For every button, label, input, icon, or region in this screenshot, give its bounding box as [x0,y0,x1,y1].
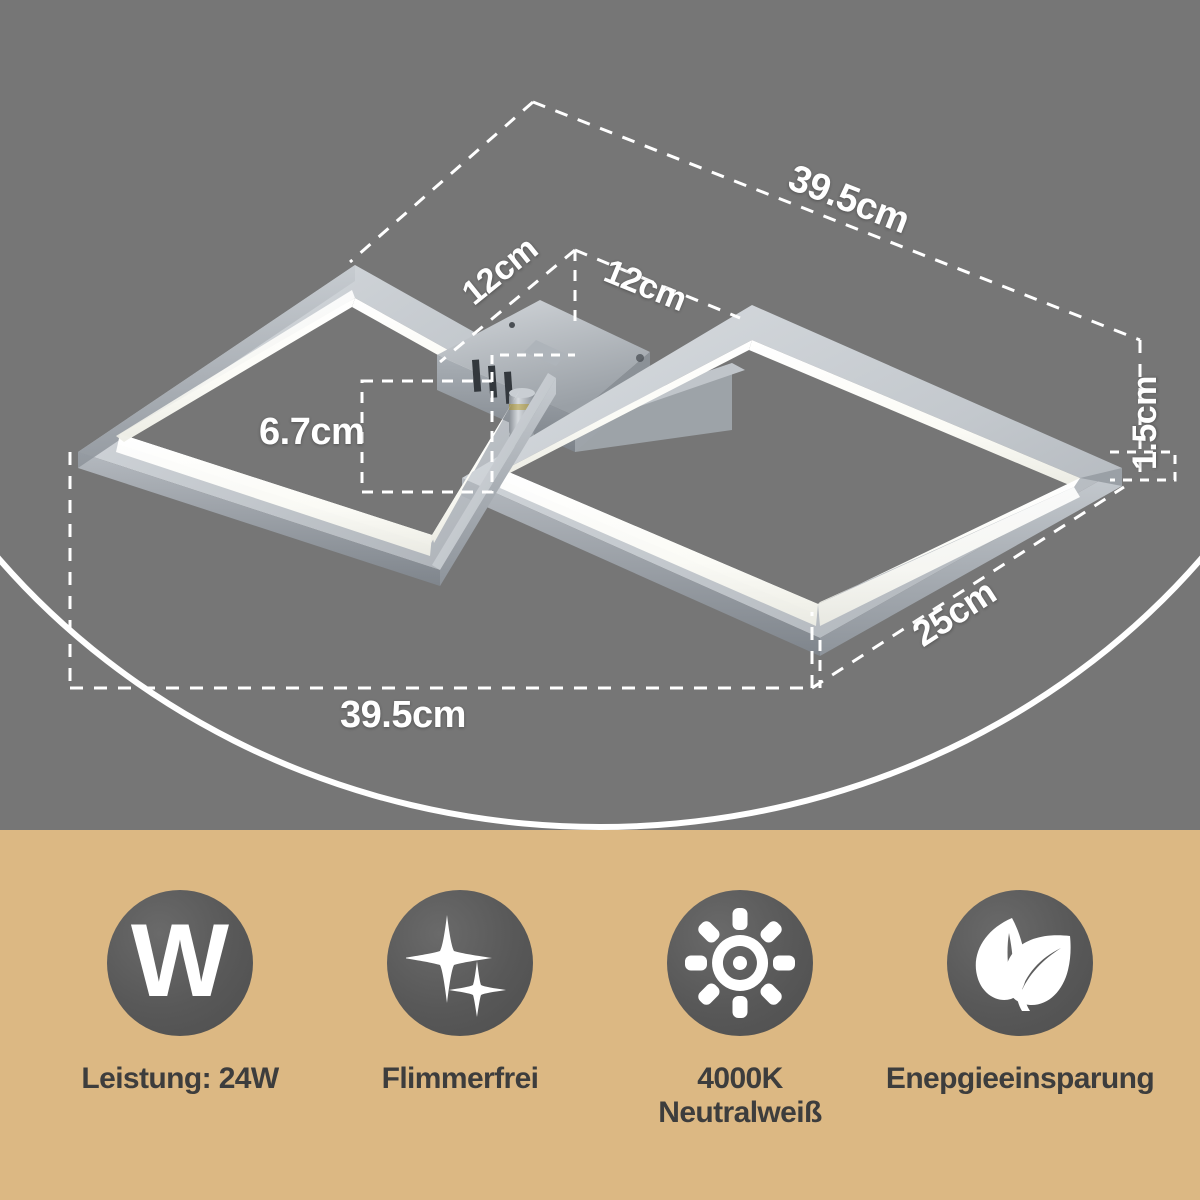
sparkle-stars-glyph [406,915,506,1017]
sun-brightness-icon [667,890,813,1036]
leaf-eco-glyph [975,918,1071,1011]
feature-highlights-row: W Leistung: 24W Flimmerfrei [0,890,1200,1180]
sun-brightness-glyph [685,908,795,1018]
feature-label-energy-saving: Enepgieeinsparung [885,1062,1155,1095]
watt-w-icon: W [107,890,253,1036]
feature-label-flicker-free: Flimmerfrei [381,1062,539,1095]
feature-item-flicker-free: Flimmerfrei [335,890,585,1096]
feature-item-color-temperature: 4000K Neutralweiß [615,890,865,1129]
dimension-label-1-5-thickness: 1.5cm [1126,376,1164,470]
watt-letter-glyph: W [130,903,230,1019]
feature-item-energy-saving: Enepgieeinsparung [886,890,1155,1096]
product-illustration [78,265,1122,656]
dimension-callout-overlay [68,100,1177,690]
feature-label-color-temperature: 4000K Neutralweiß [658,1062,822,1129]
dimension-label-39-5-bottom: 39.5cm [340,694,466,736]
frame-overlap-bar [430,373,556,586]
feature-item-wattage: W Leistung: 24W [55,890,305,1096]
right-square-frame [462,305,1122,656]
feature-label-wattage: Leistung: 24W [81,1062,279,1095]
sparkle-stars-icon [387,890,533,1036]
dimension-label-6-7-offset: 6.7cm [259,411,365,453]
leaf-eco-icon [947,890,1093,1036]
